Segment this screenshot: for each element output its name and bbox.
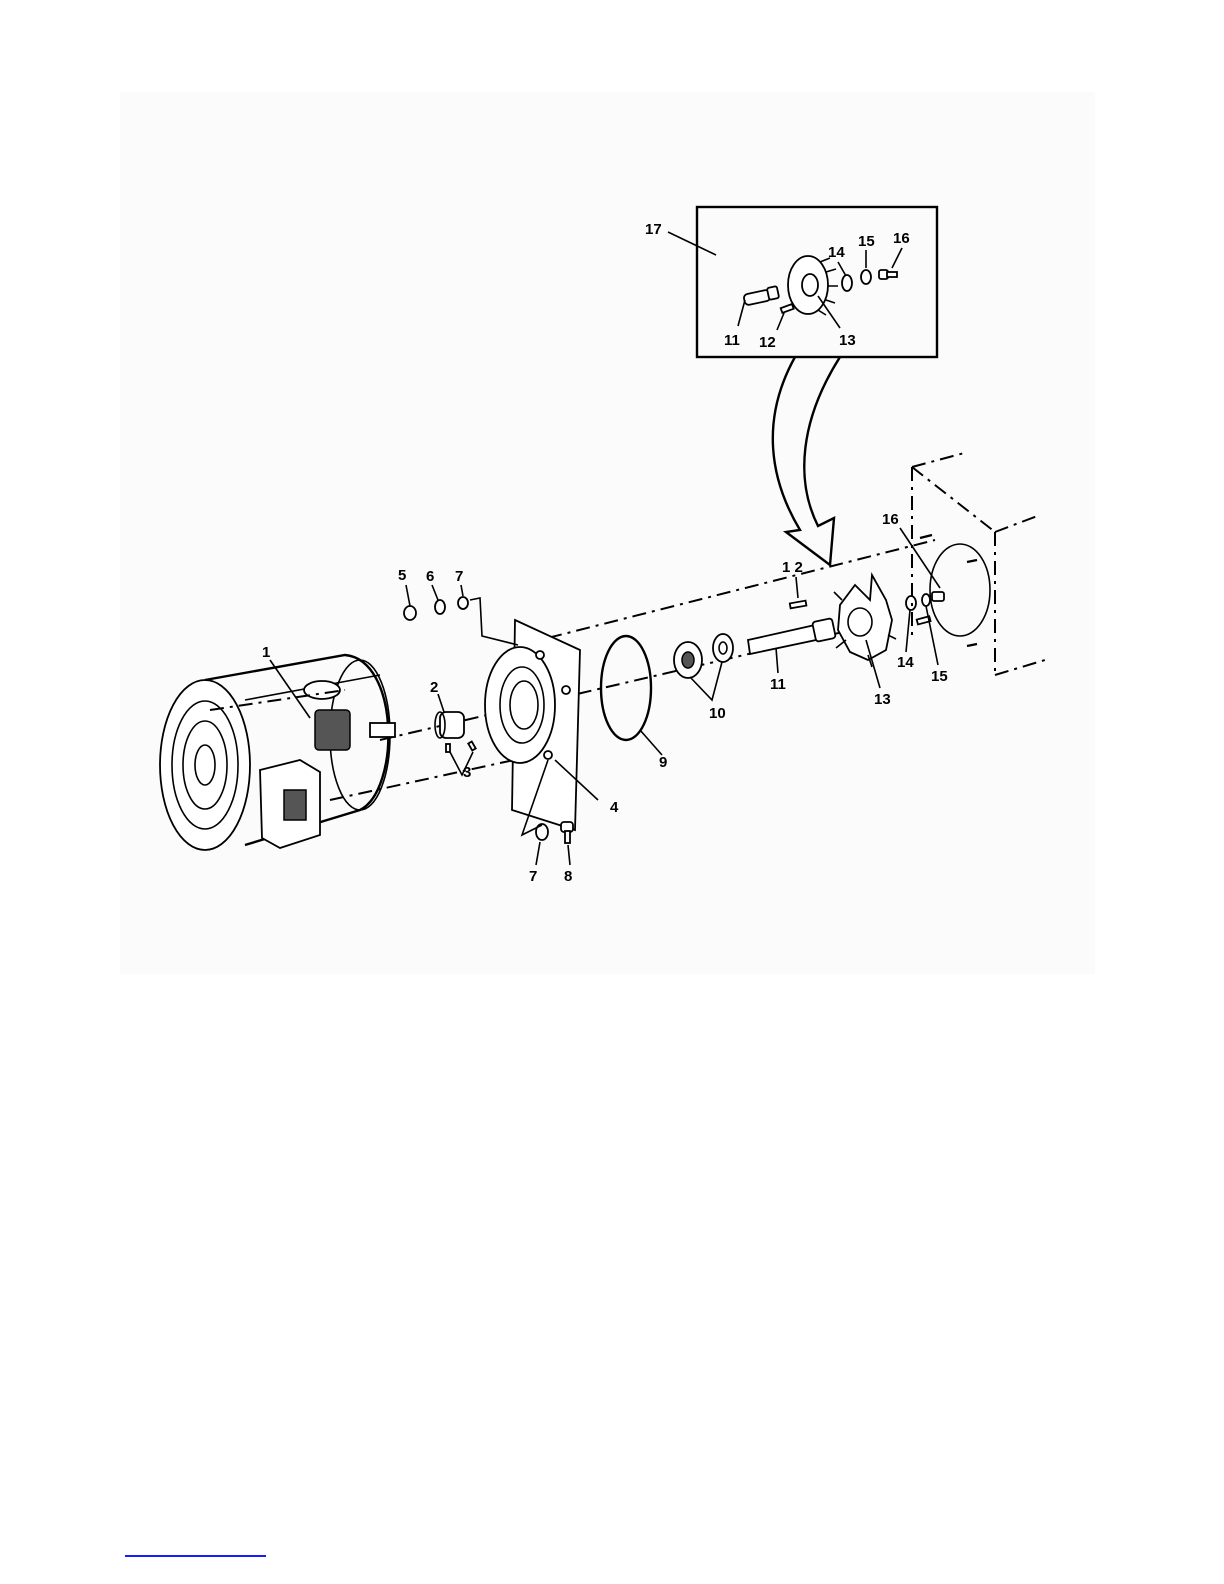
adapter-plate bbox=[485, 620, 580, 830]
gasket bbox=[601, 636, 651, 740]
shaft bbox=[748, 618, 836, 654]
inset-key bbox=[781, 304, 794, 313]
callout-5: 5 bbox=[398, 567, 406, 584]
callout-14-main: 14 bbox=[897, 654, 914, 671]
footer-rule bbox=[125, 1555, 266, 1557]
inset-washer bbox=[842, 275, 852, 291]
conduit-box bbox=[260, 760, 320, 848]
callout-11-main: 11 bbox=[770, 676, 786, 693]
callout-7-bottom: 7 bbox=[529, 868, 537, 885]
callout-17: 17 bbox=[645, 221, 662, 238]
coupling bbox=[435, 712, 464, 738]
callout-7-top: 7 bbox=[455, 568, 463, 585]
callout-12-main: 1 2 bbox=[782, 559, 803, 576]
inset-impeller bbox=[788, 256, 838, 315]
callout-1: 1 bbox=[262, 644, 270, 661]
callout-13-main: 13 bbox=[874, 691, 891, 708]
callout-12-inset: 12 bbox=[759, 334, 776, 351]
motor bbox=[160, 655, 395, 850]
set-screws bbox=[446, 742, 476, 752]
inset-lockwasher bbox=[861, 270, 871, 284]
callout-9: 9 bbox=[659, 754, 667, 771]
leader-lines bbox=[270, 528, 940, 865]
callout-15-inset: 15 bbox=[858, 233, 875, 250]
callout-16-main: 16 bbox=[882, 511, 899, 528]
alignment-lines bbox=[330, 540, 935, 800]
callout-8: 8 bbox=[564, 868, 572, 885]
impeller bbox=[834, 575, 896, 667]
inset-bolt bbox=[879, 270, 897, 279]
callout-13-inset: 13 bbox=[839, 332, 856, 349]
callout-14-inset: 14 bbox=[828, 244, 845, 261]
callout-4: 4 bbox=[610, 799, 619, 816]
curved-arrow bbox=[773, 357, 840, 565]
seal-assembly bbox=[674, 634, 733, 678]
callout-labels: 1 2 3 4 5 6 7 7 8 9 10 11 1 2 13 14 15 1… bbox=[262, 221, 948, 885]
callout-15-main: 15 bbox=[931, 668, 948, 685]
callout-16-inset: 16 bbox=[893, 230, 910, 247]
key bbox=[790, 601, 807, 609]
callout-11-inset: 11 bbox=[724, 332, 740, 349]
callout-6: 6 bbox=[426, 568, 434, 585]
callout-10: 10 bbox=[709, 705, 726, 722]
inset-shaft bbox=[743, 286, 779, 305]
callout-3: 3 bbox=[463, 764, 471, 781]
fasteners-top bbox=[404, 597, 468, 620]
callout-2: 2 bbox=[430, 679, 438, 696]
pump-housing bbox=[912, 452, 1045, 675]
